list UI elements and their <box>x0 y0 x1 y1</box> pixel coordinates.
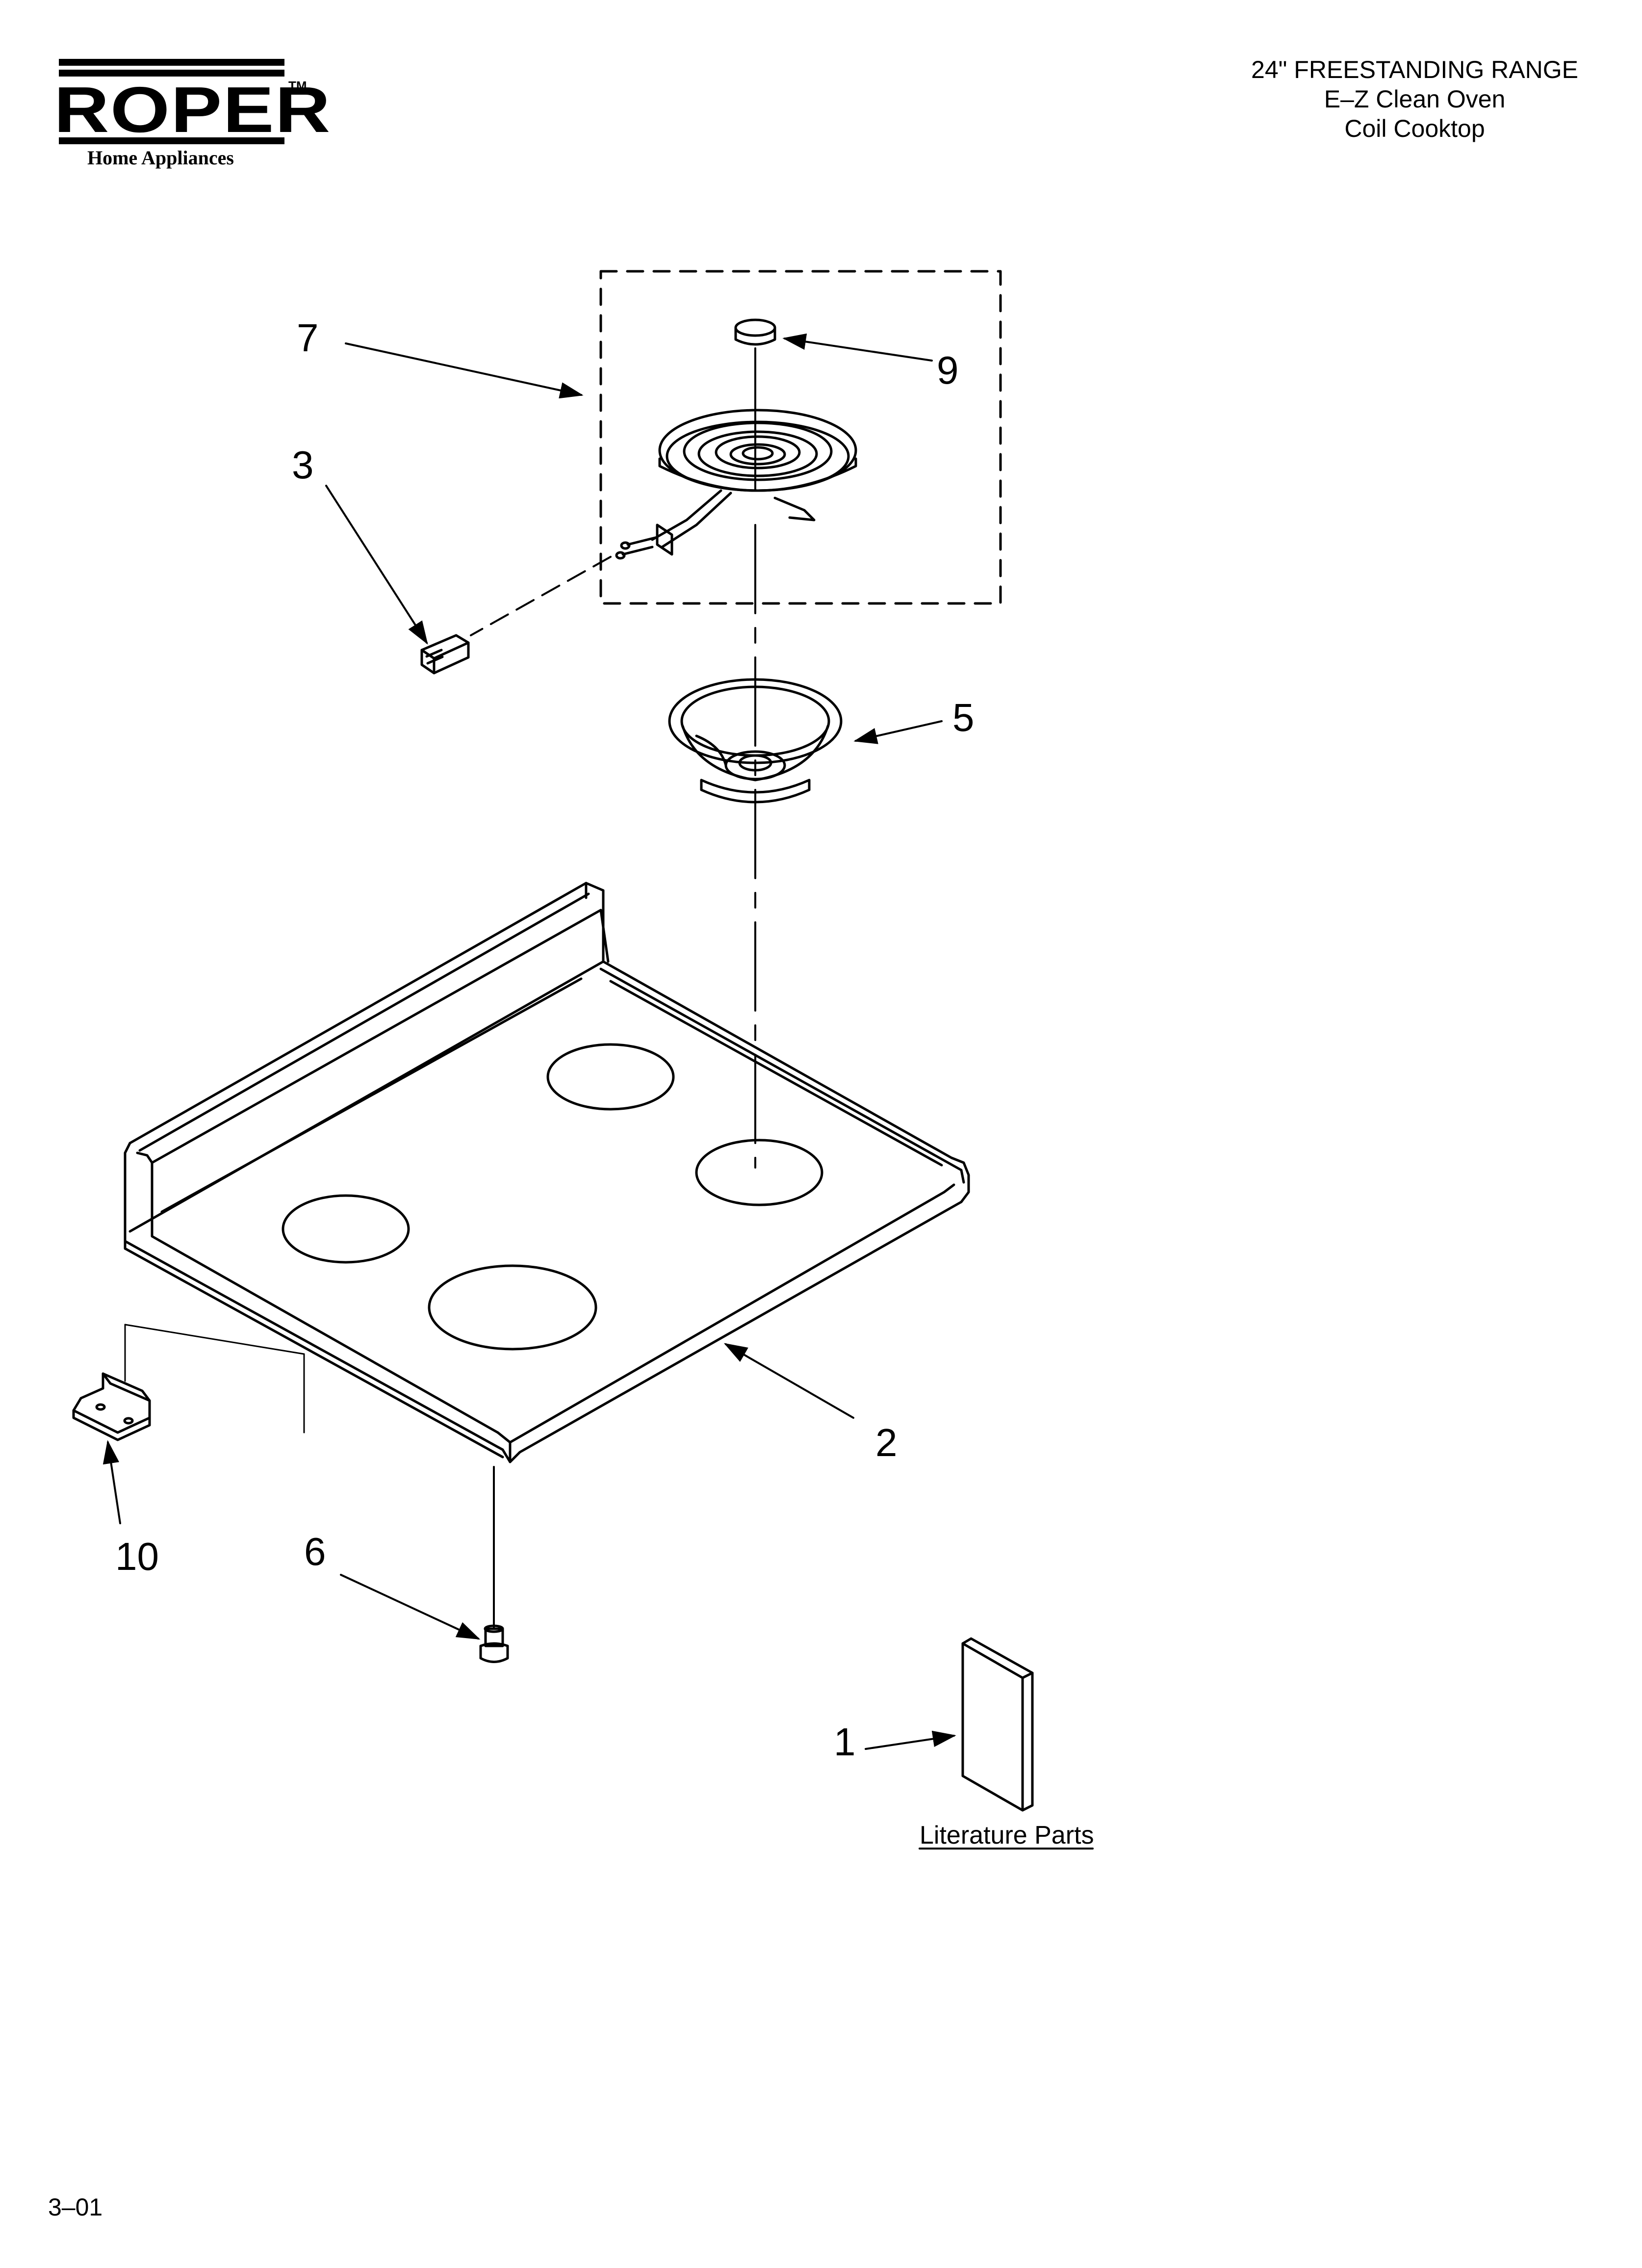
callout-7: 7 <box>297 316 319 360</box>
callout-10: 10 <box>115 1535 159 1578</box>
header-line-2: E–Z Clean Oven <box>1324 85 1506 113</box>
callout-6: 6 <box>304 1530 326 1573</box>
burner-opening-front-left <box>428 1264 597 1351</box>
logo-top-bar-2 <box>59 70 284 77</box>
terminal-lead-line <box>470 556 612 636</box>
arrow-1 <box>865 1730 956 1750</box>
part-10-bracket <box>72 1372 151 1441</box>
header-line-1: 24" FREESTANDING RANGE <box>1251 56 1578 83</box>
logo-top-bar <box>59 59 284 66</box>
arrow-7 <box>345 342 584 399</box>
logo-wordmark: ROPER <box>54 74 332 146</box>
header-line-3: Coil Cooktop <box>1344 115 1485 142</box>
part-10-guide-lines <box>124 1324 305 1434</box>
callout-3: 3 <box>292 443 314 487</box>
arrow-10 <box>103 1440 121 1524</box>
arrow-5 <box>853 720 943 744</box>
logo-bottom-bar <box>59 137 284 144</box>
part-7-surface-element <box>615 409 857 560</box>
part-5-drip-bowl <box>668 678 843 804</box>
part-9-element-cap <box>734 318 776 346</box>
part-1-literature-booklet <box>961 1637 1034 1812</box>
model-description: 24" FREESTANDING RANGE E–Z Clean Oven Co… <box>1251 55 1578 143</box>
roper-logo: ROPER TM Home Appliances <box>54 59 330 169</box>
arrow-9 <box>782 333 933 362</box>
burner-opening-rear-left <box>282 1194 410 1264</box>
part-2-cooktop <box>124 882 970 1463</box>
page-number: 3–01 <box>48 2193 103 2221</box>
logo-trademark: TM <box>288 78 307 93</box>
callout-1: 1 <box>834 1720 856 1764</box>
arrow-3 <box>325 485 428 645</box>
surface-element-group-box <box>599 270 1002 605</box>
callout-9: 9 <box>937 348 959 392</box>
part-6-screw <box>479 1624 509 1663</box>
part-3-terminal-block <box>420 634 470 675</box>
logo-tagline: Home Appliances <box>87 147 234 169</box>
literature-parts-label: Literature Parts <box>920 1821 1094 1850</box>
arrow-2 <box>723 1343 854 1419</box>
callout-arrows <box>103 333 956 1750</box>
callout-2: 2 <box>875 1421 898 1464</box>
burner-opening-front-right <box>695 1139 823 1206</box>
burner-opening-rear-right <box>546 1043 675 1111</box>
callout-5: 5 <box>952 696 975 739</box>
arrow-6 <box>340 1574 481 1640</box>
